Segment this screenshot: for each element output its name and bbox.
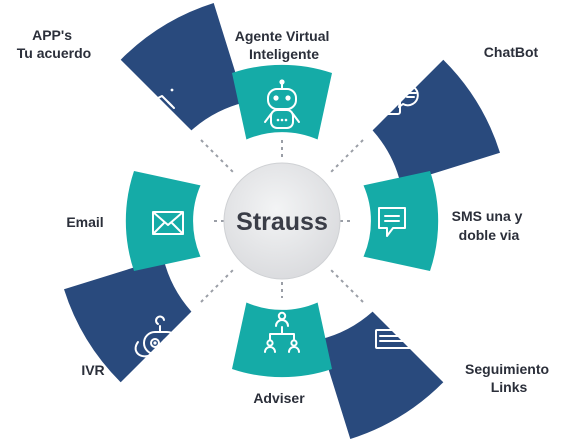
label-seguimiento: Seguimiento Links: [465, 361, 553, 395]
segment-sms: [363, 171, 439, 271]
connector-seguimiento: [328, 267, 364, 303]
label-apps: APP's Tu acuerdo: [17, 27, 91, 61]
robot-icon: [264, 79, 300, 129]
link-search-icon: [375, 324, 431, 350]
envelope-icon: [152, 211, 184, 235]
segment-apps: [120, 3, 245, 131]
label-sms: SMS una y doble via: [452, 208, 527, 243]
label-email: Email: [66, 214, 103, 230]
handshake-icon: [133, 88, 175, 117]
segment-seguimiento: [319, 311, 444, 439]
label-adviser: Adviser: [253, 390, 305, 406]
center-title: Strauss: [236, 208, 328, 236]
label-ivr: IVR: [81, 362, 104, 378]
chat-bubble-icon: [378, 207, 406, 237]
segment-adviser: [232, 302, 332, 378]
segment-agente: [232, 64, 332, 140]
chatbot-icon: [373, 84, 419, 115]
connector-ivr: [200, 267, 236, 303]
center-circle: [223, 162, 341, 280]
label-chatbot: ChatBot: [484, 44, 539, 60]
label-agente: Agente Virtual Inteligente: [235, 28, 334, 62]
connector-chatbot: [328, 139, 364, 175]
connector-apps: [200, 139, 236, 175]
segment-chatbot: [372, 59, 500, 184]
network-people-icon: [264, 311, 300, 353]
ivr-robot-icon: [134, 315, 179, 358]
segment-ivr: [64, 258, 192, 383]
